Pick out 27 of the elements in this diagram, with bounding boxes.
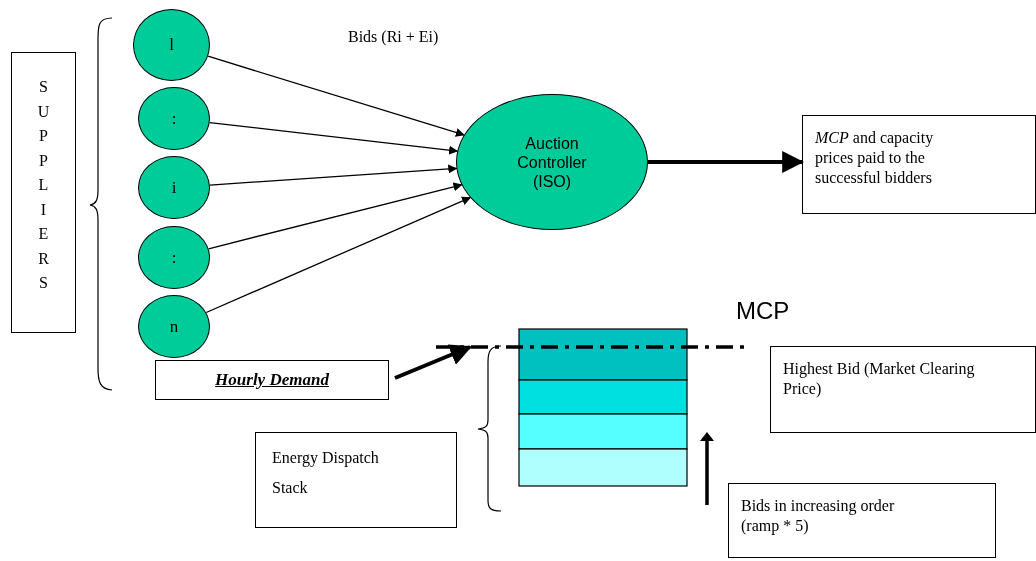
price-label: MCP bbox=[736, 298, 790, 324]
node-text: Highest Bid (Market Clearing Price) bbox=[783, 359, 976, 399]
node-text: Hourly Demand bbox=[214, 369, 330, 391]
node-text: l bbox=[168, 34, 175, 56]
arrow bbox=[394, 344, 473, 380]
node-text: : bbox=[170, 246, 178, 269]
node-text: n bbox=[168, 315, 180, 338]
highest-bid-box bbox=[770, 346, 1036, 433]
hourly-demand-box bbox=[155, 360, 389, 400]
arrow bbox=[207, 55, 465, 137]
bid-order-box bbox=[728, 483, 996, 558]
node-text: : bbox=[170, 107, 178, 130]
output-box bbox=[802, 115, 1036, 214]
arrow bbox=[209, 164, 458, 186]
suppliers-box bbox=[11, 52, 76, 333]
node-text: Energy Dispatch Stack bbox=[272, 448, 380, 498]
node-text: SUPPLIERS bbox=[36, 77, 51, 293]
arrow bbox=[205, 196, 472, 314]
arrow bbox=[648, 151, 805, 173]
arrow bbox=[209, 121, 459, 155]
arrow bbox=[207, 182, 463, 250]
node-text: Auction Controller (ISO) bbox=[516, 133, 588, 192]
node-text: i bbox=[170, 176, 178, 199]
energy-dispatch-box bbox=[255, 432, 457, 528]
node-text: MCP and capacity prices paid to the successful bidders bbox=[815, 128, 935, 188]
node-text: Bids in increasing order (ramp * 5) bbox=[741, 496, 896, 536]
edge-group-label: Bids (Ri + Ei) bbox=[348, 28, 439, 46]
